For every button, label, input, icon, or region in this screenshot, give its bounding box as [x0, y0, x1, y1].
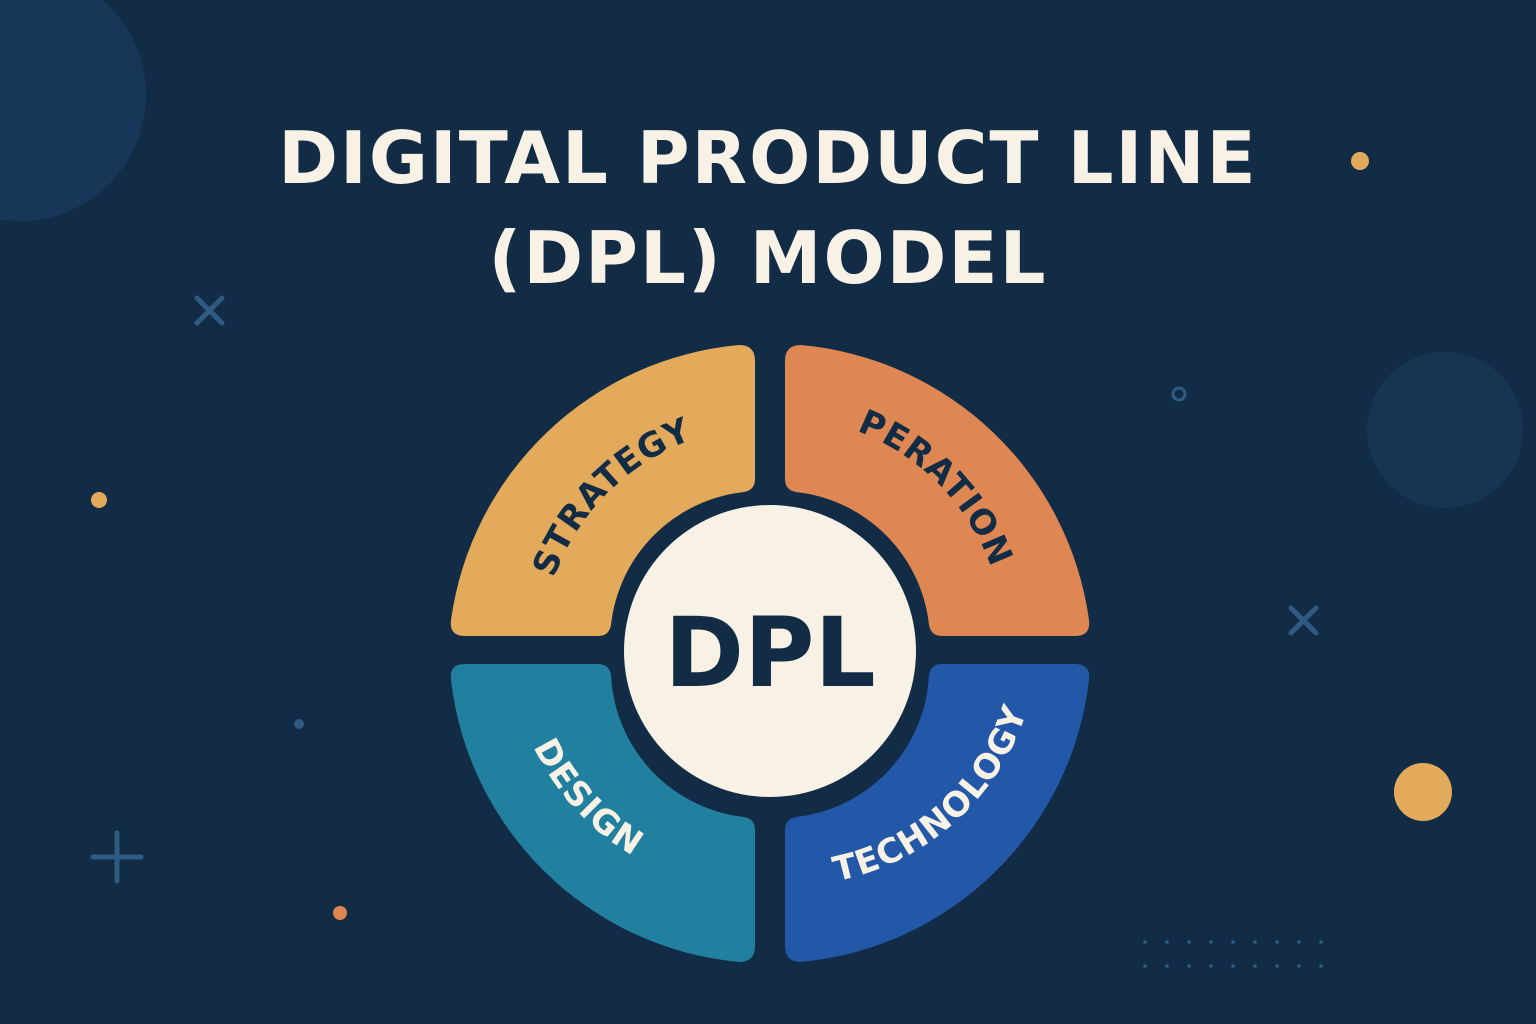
grid-dot [1253, 940, 1257, 944]
grid-dot [1253, 964, 1257, 968]
grid-dot [1143, 964, 1147, 968]
grid-dot [1275, 940, 1279, 944]
dot-decor-yellow-left [91, 492, 107, 508]
large-circle-decor-right [1367, 352, 1523, 508]
large-circle-decor-top-left [0, 0, 146, 221]
grid-dot [1231, 940, 1235, 944]
grid-dot [1209, 964, 1213, 968]
grid-dot [1187, 940, 1191, 944]
grid-dot [1165, 964, 1169, 968]
segment-operations[interactable] [785, 345, 1090, 636]
grid-dot [1209, 940, 1213, 944]
dot-decor-orange-bottom-left [333, 906, 347, 920]
segment-strategy[interactable] [450, 345, 755, 636]
dot-decor-yellow-top-right [1351, 152, 1369, 170]
plus-icon [90, 830, 144, 884]
segment-design[interactable] [450, 664, 755, 962]
cross-icon-left [194, 295, 225, 326]
grid-dot [1143, 940, 1147, 944]
center-hub[interactable] [624, 505, 916, 797]
page-title: DIGITAL PRODUCT LINE (DPL) MODEL [0, 108, 1536, 308]
ring-decor [1171, 386, 1187, 402]
dot-decor-small-blue [294, 719, 304, 729]
segment-technology[interactable] [785, 664, 1090, 962]
cross-icon-right [1288, 605, 1319, 636]
title-line-1: DIGITAL PRODUCT LINE [278, 116, 1258, 200]
grid-dot [1297, 940, 1301, 944]
dot-decor-yellow-large [1394, 763, 1452, 821]
dot-grid-decor [1143, 940, 1323, 968]
center-hub-label: DPL [664, 597, 875, 709]
title-line-2: (DPL) MODEL [488, 216, 1048, 300]
grid-dot [1297, 964, 1301, 968]
grid-dot [1187, 964, 1191, 968]
grid-dot [1231, 964, 1235, 968]
grid-dot [1319, 940, 1323, 944]
grid-dot [1275, 964, 1279, 968]
grid-dot [1165, 940, 1169, 944]
grid-dot [1319, 964, 1323, 968]
